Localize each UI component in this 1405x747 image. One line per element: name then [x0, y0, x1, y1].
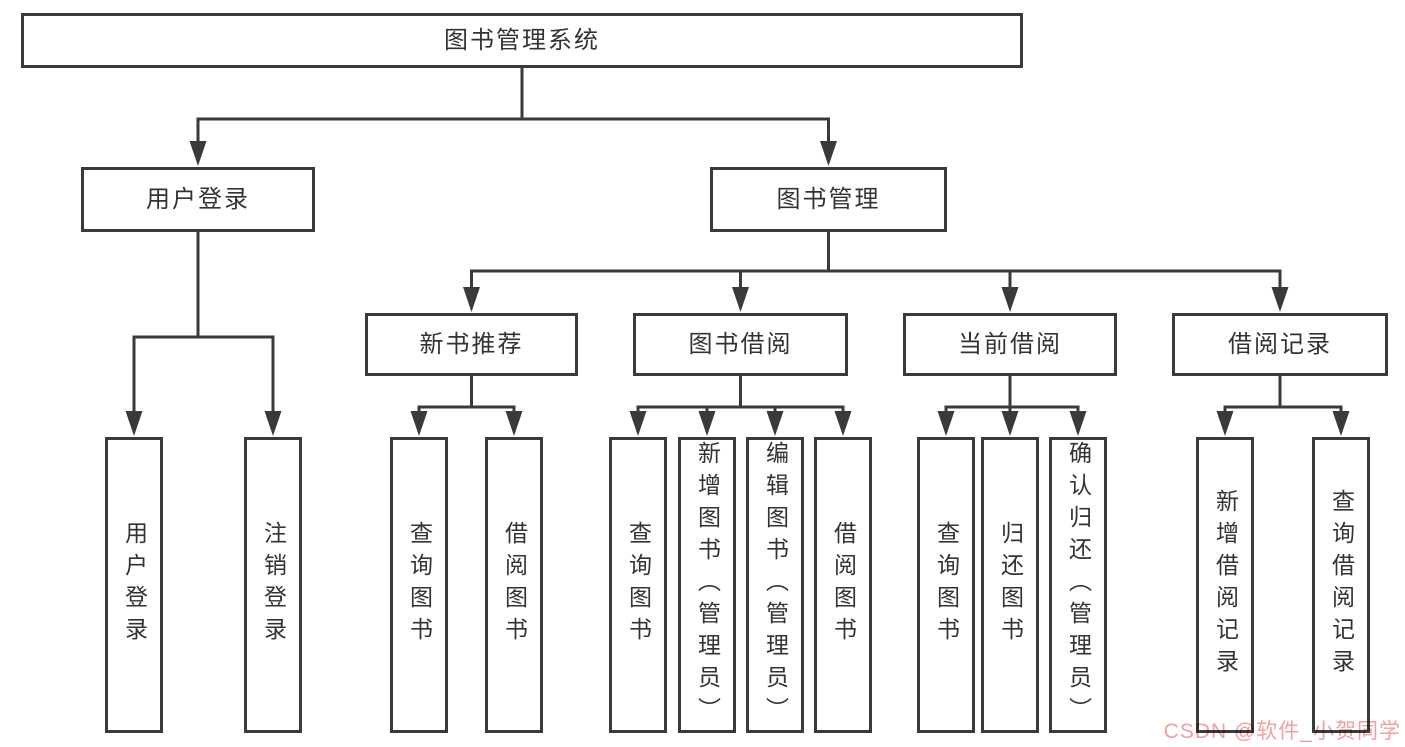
arrowhead-icon: [189, 141, 207, 166]
arrowhead-icon: [698, 411, 716, 436]
arrowhead-icon: [1271, 287, 1289, 312]
arrowhead-icon: [1332, 411, 1350, 436]
node-leaf-bb-query: 查询图书: [609, 437, 667, 733]
node-leaf-cb-confirm: 确认归还（管理员）: [1049, 437, 1107, 733]
node-leaf-br-query: 查询借阅记录: [1312, 437, 1370, 733]
node-leaf-br-add: 新增借阅记录: [1196, 437, 1254, 733]
node-root: 图书管理系统: [21, 13, 1023, 68]
node-leaf-bb-add: 新增图书（管理员）: [678, 437, 736, 733]
node-leaf-cb-query: 查询图书: [917, 437, 975, 733]
node-leaf-cb-return: 归还图书: [981, 437, 1039, 733]
arrowhead-icon: [264, 411, 282, 436]
node-user-login: 用户登录: [81, 167, 315, 232]
arrowhead-icon: [1216, 411, 1234, 436]
arrowhead-icon: [410, 411, 428, 436]
node-book-borrow: 图书借阅: [633, 313, 848, 376]
arrowhead-icon: [820, 141, 837, 166]
arrowhead-icon: [937, 411, 955, 436]
node-current-borrow: 当前借阅: [903, 313, 1117, 376]
node-leaf-logout: 注销登录: [244, 437, 302, 733]
node-borrow-records: 借阅记录: [1172, 313, 1388, 376]
arrowhead-icon: [629, 411, 647, 436]
arrowhead-icon: [463, 287, 480, 312]
node-leaf-nb-query: 查询图书: [390, 437, 448, 733]
arrowhead-icon: [505, 411, 523, 436]
arrowhead-icon: [125, 411, 143, 436]
arrowhead-icon: [1001, 411, 1019, 436]
arrowhead-icon: [834, 411, 852, 436]
arrowhead-icon: [1069, 411, 1087, 436]
node-leaf-bb-borrow: 借阅图书: [814, 437, 872, 733]
arrowhead-icon: [1001, 287, 1019, 312]
watermark: CSDN @软件_小贺同学: [1163, 720, 1401, 743]
node-leaf-bb-edit: 编辑图书（管理员）: [746, 437, 804, 733]
node-leaf-nb-borrow: 借阅图书: [485, 437, 543, 733]
arrowhead-icon: [766, 411, 784, 436]
node-new-books: 新书推荐: [365, 313, 578, 376]
node-leaf-user-login: 用户登录: [105, 437, 163, 733]
node-book-mgmt: 图书管理: [710, 167, 947, 232]
arrowhead-icon: [732, 287, 749, 312]
